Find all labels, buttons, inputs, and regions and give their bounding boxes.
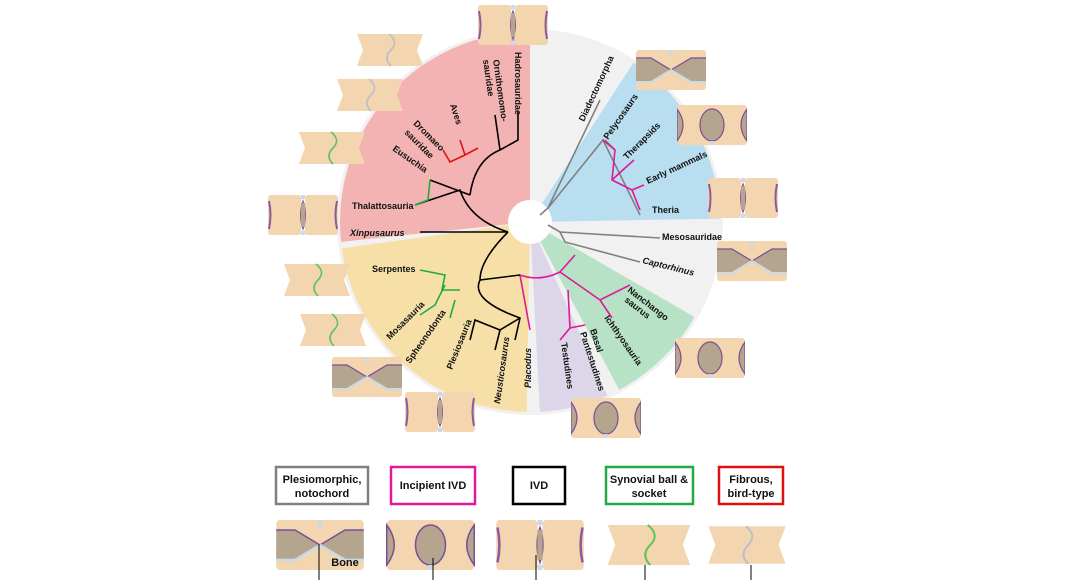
- plesiomorphic-joint-image: [332, 357, 402, 397]
- legend-synovial: Synovial ball & socket: [604, 465, 695, 506]
- taxon-hadrosauridae: Hadrosauridae: [513, 52, 523, 115]
- legend-incipient-image: [387, 520, 475, 570]
- legend-box: [511, 465, 567, 506]
- incipient-ivd-joint-image: [571, 398, 641, 438]
- sector-archosauromorpha: [339, 32, 530, 242]
- legend: Plesiomorphic, notochord Incipient IVD I…: [274, 465, 787, 580]
- synovial-branches: [414, 179, 460, 319]
- taxon-serpentes: Serpentes: [372, 264, 416, 274]
- plesiomorphic-joint-image: [717, 241, 787, 281]
- legend-box: [717, 465, 785, 506]
- taxon-thalattosauria: Thalattosauria: [352, 201, 415, 211]
- tree-branches: [414, 99, 661, 351]
- legend-ivd-image: [494, 520, 586, 570]
- legend-synovial-image: [606, 523, 692, 567]
- synovial-joint-image: [298, 131, 366, 165]
- plesiomorphic-joint-image: [635, 50, 707, 90]
- fibrous-joint-image: [336, 78, 404, 112]
- legend-label: socket: [632, 488, 667, 500]
- synovial-joint-image: [283, 263, 351, 297]
- taxon-mesosauridae: Mesosauridae: [662, 232, 722, 242]
- synovial-joint-image: [299, 313, 367, 347]
- legend-label: Incipient IVD: [400, 480, 467, 492]
- bone-label: Bone: [331, 557, 359, 569]
- sector-ichthyosauromorpha: [530, 222, 695, 390]
- root-center: [508, 200, 552, 244]
- legend-label: bird-type: [727, 488, 774, 500]
- legend-fibrous-image: [707, 525, 787, 565]
- legend-label: Fibrous,: [729, 474, 772, 486]
- taxon-xinpusaurus: Xinpusaurus: [349, 228, 405, 238]
- ivd-joint-image: [405, 392, 475, 432]
- legend-label: IVD: [530, 480, 548, 492]
- sector-synapsida: [530, 62, 720, 223]
- legend-plesiomorphic: Plesiomorphic, notochord: [274, 465, 370, 506]
- incipient-ivd-joint-image: [675, 338, 745, 378]
- ivd-joint-image: [268, 195, 338, 235]
- ivd-branches: [414, 112, 521, 351]
- legend-fibrous: Fibrous, bird-type: [717, 465, 785, 506]
- ivd-joint-image: [478, 5, 548, 45]
- incipient-ivd-branches: [519, 139, 645, 341]
- taxon-placodus: Placodus: [523, 348, 533, 388]
- ivd-joint-image: [708, 178, 778, 218]
- pointer-lines: [318, 544, 752, 580]
- legend-incipient-ivd: Incipient IVD: [389, 465, 477, 506]
- legend-box: [604, 465, 695, 506]
- legend-label: notochord: [295, 488, 349, 500]
- legend-box: [274, 465, 370, 506]
- fibrous-branches: [442, 139, 479, 164]
- incipient-ivd-joint-image: [677, 105, 747, 145]
- legend-label: Plesiomorphic,: [283, 474, 362, 486]
- fibrous-joint-image: [356, 33, 424, 67]
- legend-label: Synovial ball &: [610, 474, 688, 486]
- legend-box: [389, 465, 477, 506]
- taxon-theria: Theria: [652, 205, 680, 215]
- sector-lepidosauromorpha: [341, 222, 530, 412]
- legend-ivd: IVD: [511, 465, 567, 506]
